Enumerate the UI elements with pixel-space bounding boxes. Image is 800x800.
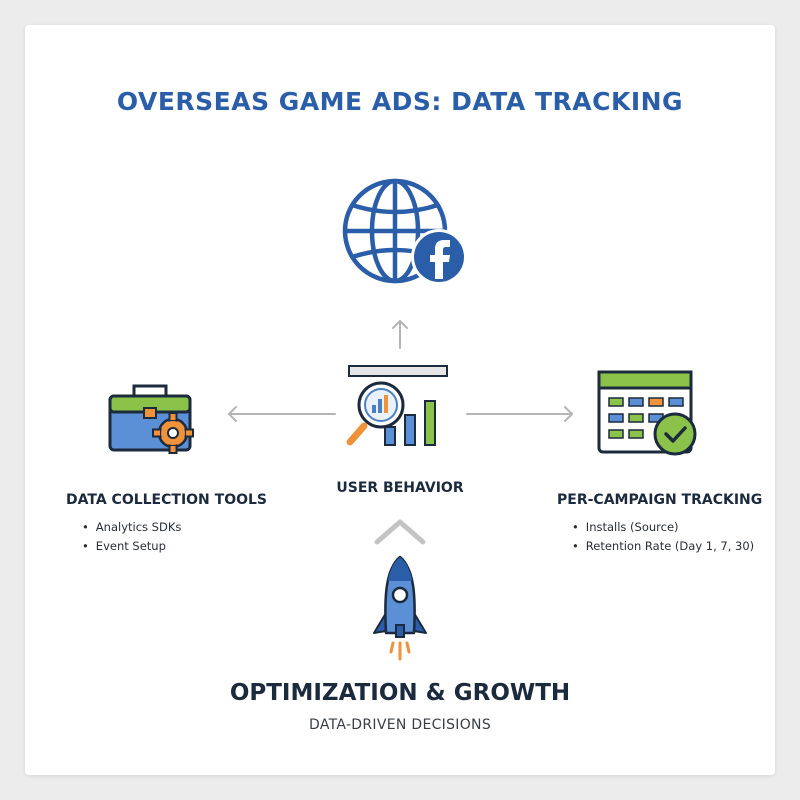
list-item: Installs (Source) [572,518,754,537]
calendar-check-icon [597,370,697,456]
page-title: OVERSEAS GAME ADS: DATA TRACKING [116,87,684,116]
list-item: Analytics SDKs [82,518,182,537]
right-title: PER-CAMPAIGN TRACKING [557,492,763,508]
list-item: Event Setup [82,537,181,556]
left-bullets: Analytics SDKs Event Setup [82,518,182,556]
arrow-up [392,320,408,349]
arrow-right [466,406,573,422]
bottom-title: OPTIMIZATION & GROWTH [229,680,571,706]
list-item: Retention Rate (Day 1, 7, 30) [572,537,754,556]
globe-facebook-icon [342,178,467,285]
center-label: USER BEHAVIOR [336,480,464,496]
chevron-up-icon [374,519,426,545]
toolbox-gear-icon [108,384,194,454]
right-bullets: Installs (Source) Retention Rate (Day 1,… [572,518,754,556]
arrow-left [228,406,336,422]
left-title: DATA COLLECTION TOOLS [66,492,268,508]
rocket-icon [373,555,427,661]
analytics-magnifier-icon [346,365,448,446]
bottom-subtitle: DATA-DRIVEN DECISIONS [308,717,492,733]
